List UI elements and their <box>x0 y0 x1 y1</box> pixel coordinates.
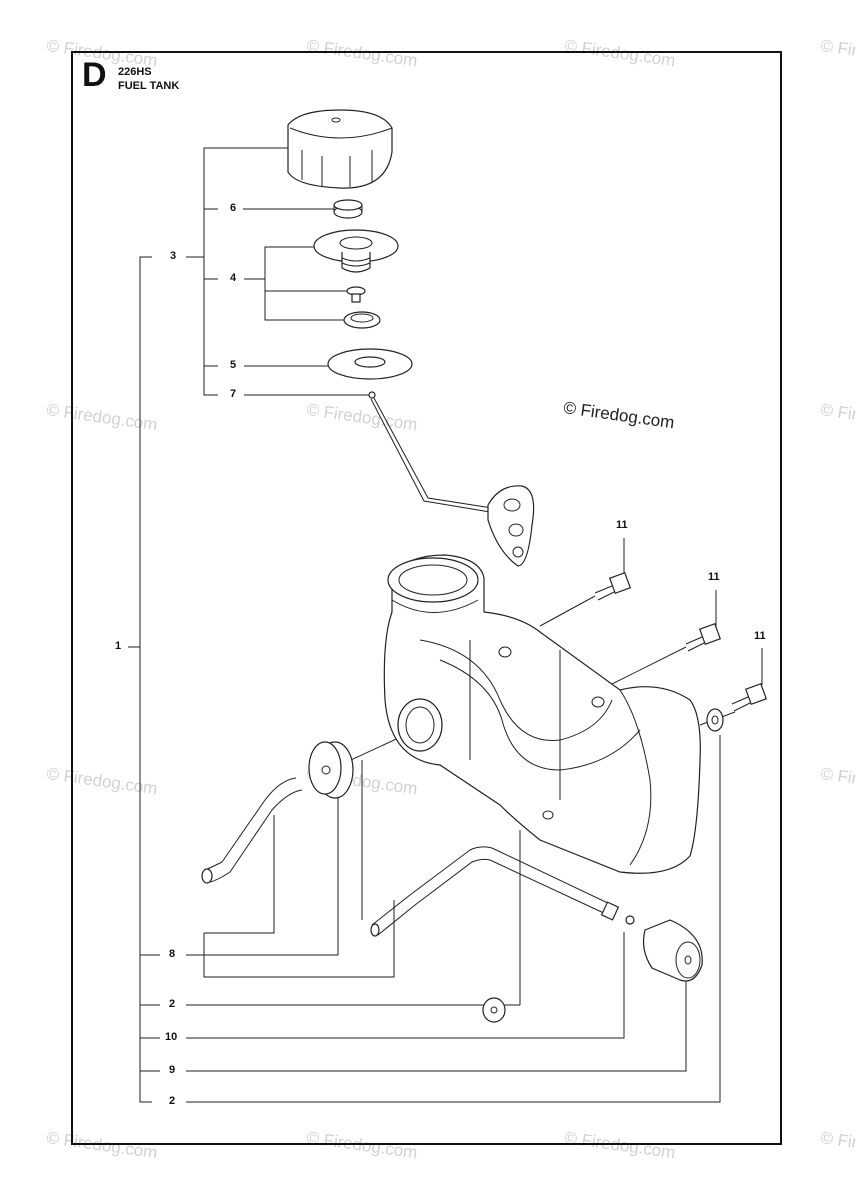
bolt-part-11 <box>594 571 632 601</box>
bolt-part-11 <box>731 682 768 712</box>
section-letter: D <box>82 56 107 94</box>
bolt-part-11 <box>685 622 722 652</box>
cap-strap-part-7 <box>368 391 535 567</box>
callout-4: 4 <box>228 272 239 285</box>
washer-part-2 <box>482 997 506 1023</box>
gasket-part-5 <box>327 348 413 380</box>
callout-3: 3 <box>168 250 179 263</box>
grommet-part-8 <box>308 741 354 799</box>
diagram-frame <box>71 51 782 1145</box>
callout-11: 11 <box>614 519 630 532</box>
breather-valve-part-4 <box>313 229 399 329</box>
fuel-hose-part-8 <box>201 777 303 884</box>
callout-6: 6 <box>228 202 239 215</box>
fuel-filter-part-9 <box>625 915 703 982</box>
diagram-title: FUEL TANK <box>118 80 180 92</box>
callout-1: 1 <box>113 640 124 653</box>
callout-11: 11 <box>706 571 722 584</box>
seal-part-6 <box>333 199 363 219</box>
return-hose-part-8 <box>370 846 620 937</box>
callout-9: 9 <box>167 1064 178 1077</box>
model-number: 226HS <box>118 66 152 78</box>
callout-5: 5 <box>228 359 239 372</box>
callout-2: 2 <box>167 1095 178 1108</box>
callout-11: 11 <box>752 630 768 643</box>
fuel-tank <box>383 554 701 874</box>
washer-part-2 <box>706 708 724 732</box>
callout-10: 10 <box>163 1031 180 1044</box>
callout-2: 2 <box>167 998 178 1011</box>
callout-8: 8 <box>167 948 178 961</box>
callout-7: 7 <box>228 388 239 401</box>
fuel-cap <box>287 109 393 189</box>
